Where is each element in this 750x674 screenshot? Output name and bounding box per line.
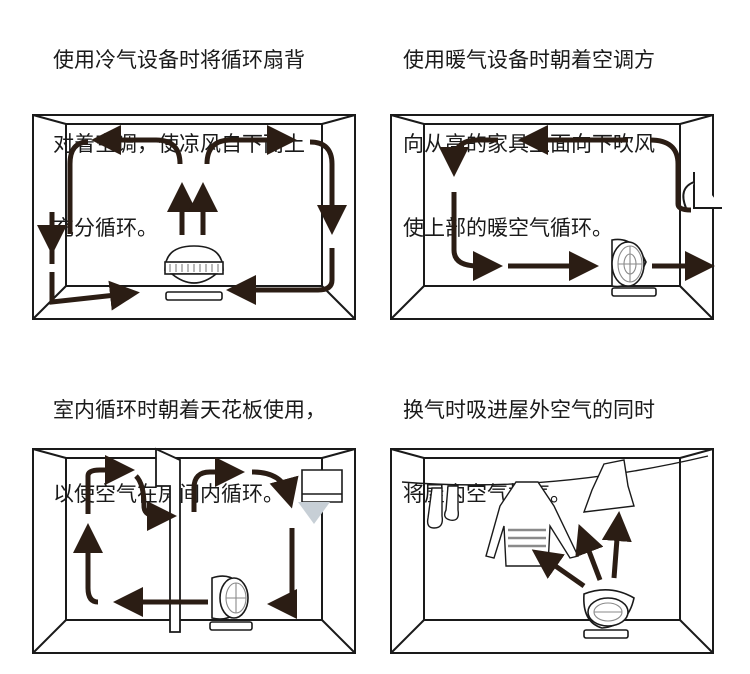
caption-heating-line-3: 使上部的暖空气循环。 bbox=[403, 216, 613, 240]
air-conditioner bbox=[682, 172, 722, 209]
clothesline bbox=[401, 455, 709, 486]
caption-heating-line-1: 使用暖气设备时朝着空调方 bbox=[403, 48, 655, 72]
caption-indoor-line-1: 室内循环时朝着天花板使用， bbox=[53, 398, 326, 422]
caption-cooling-line-1: 使用冷气设备时将循环扇背 bbox=[53, 48, 305, 72]
circulator-fan bbox=[209, 575, 253, 631]
room-outline bbox=[390, 114, 714, 320]
panel-ventilation-diagram bbox=[390, 448, 714, 654]
laundry-shirt bbox=[485, 481, 580, 567]
airflow-arrows bbox=[439, 125, 715, 281]
airflow-arrows bbox=[531, 511, 632, 589]
panel-heating-diagram bbox=[390, 114, 722, 320]
partition-wall bbox=[155, 447, 181, 633]
airflow-arrows bbox=[73, 455, 299, 619]
circulator-fan bbox=[583, 589, 635, 639]
panel-cooling-diagram bbox=[32, 114, 356, 320]
airflow-arrows bbox=[37, 125, 347, 311]
laundry-dress bbox=[582, 459, 635, 513]
room-outline bbox=[390, 448, 714, 654]
circulator-fan bbox=[611, 238, 657, 297]
laundry-socks bbox=[426, 485, 460, 529]
room-outline bbox=[32, 448, 356, 654]
caption-ventilation-line-1: 换气时吸进屋外空气的同时 bbox=[403, 398, 655, 422]
panel-indoor-diagram bbox=[32, 447, 356, 654]
circulator-fan bbox=[164, 245, 224, 301]
air-conditioner bbox=[298, 469, 343, 524]
